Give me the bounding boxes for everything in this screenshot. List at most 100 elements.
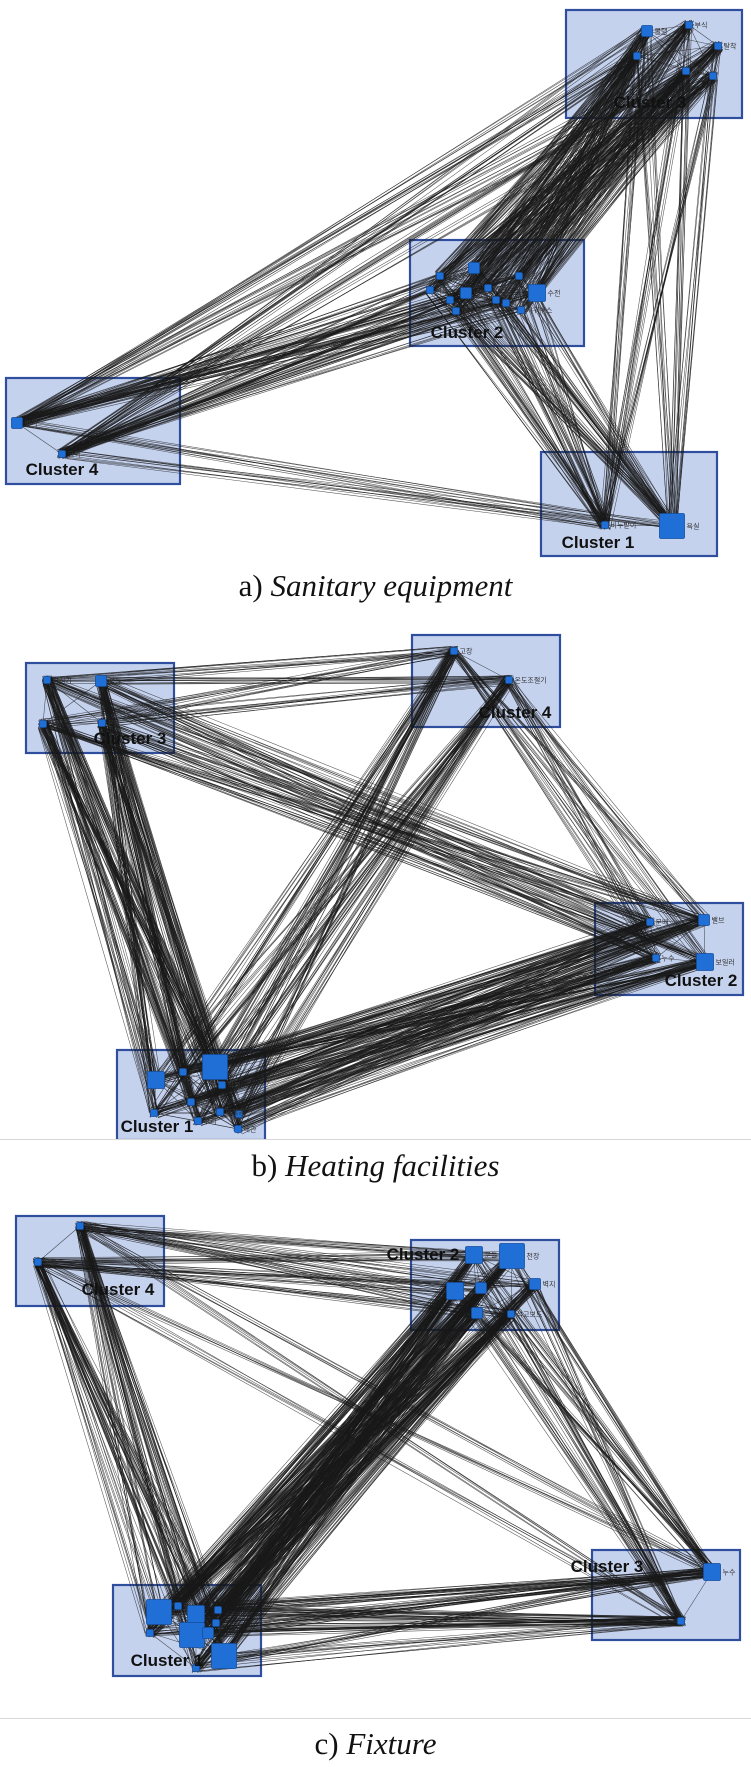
node [39, 720, 47, 728]
edge [65, 299, 497, 454]
edge [491, 300, 670, 524]
edge [197, 1084, 223, 1122]
node-label: 난방 [230, 1063, 243, 1072]
caption-prefix: a) [238, 568, 271, 603]
edge [46, 718, 194, 1118]
edge [191, 1623, 679, 1666]
edge [425, 294, 604, 524]
edge [190, 1084, 223, 1103]
edge [636, 55, 714, 77]
edge [185, 957, 702, 1073]
cluster-label: Cluster 3 [94, 729, 167, 748]
edge [58, 69, 688, 459]
edge [476, 1315, 714, 1572]
edge [197, 1113, 240, 1122]
edge [153, 1290, 452, 1609]
edge [439, 275, 489, 289]
edge [79, 1224, 515, 1256]
edge [674, 73, 714, 531]
node [212, 1619, 220, 1627]
edge [522, 80, 717, 308]
edge [101, 720, 194, 1104]
edge [149, 1632, 197, 1669]
edge [36, 1259, 148, 1634]
node [505, 676, 513, 684]
edge [498, 296, 671, 526]
edge [473, 267, 520, 277]
edge [17, 420, 675, 525]
edge [456, 72, 711, 316]
edge [36, 1266, 486, 1293]
edge [77, 1229, 215, 1624]
edge [234, 961, 703, 1126]
node [465, 1246, 483, 1264]
caption-title: Heating facilities [285, 1148, 500, 1183]
edge [145, 1617, 680, 1634]
edge [215, 1570, 710, 1624]
edge [456, 1290, 683, 1625]
node [499, 1243, 525, 1269]
node-label: 부식 [695, 21, 708, 30]
edge [58, 267, 479, 459]
edge [83, 1222, 480, 1286]
edge [508, 1311, 710, 1568]
edge [636, 45, 719, 57]
edge [194, 1284, 478, 1613]
edge [537, 1284, 679, 1619]
edge [455, 73, 715, 310]
edge [215, 1607, 684, 1618]
node [517, 306, 525, 314]
edge [197, 917, 708, 1123]
edge [232, 679, 512, 1127]
edge [241, 957, 707, 1132]
edge [37, 1225, 81, 1263]
node-label: 욕실 [687, 522, 700, 531]
node [43, 676, 51, 684]
node [677, 1617, 685, 1625]
edge [174, 1309, 479, 1607]
edge [157, 648, 455, 1111]
edge [16, 287, 462, 419]
edge [45, 651, 455, 723]
edge [59, 301, 455, 457]
edge [18, 77, 709, 422]
edge [181, 1292, 483, 1606]
edge [449, 646, 656, 959]
node [218, 1081, 226, 1089]
edge [179, 681, 505, 1070]
node [192, 1664, 200, 1672]
edge [156, 650, 451, 1118]
edge [36, 1257, 486, 1290]
edge [186, 678, 508, 1072]
edge [158, 648, 457, 1116]
edge [222, 677, 511, 1084]
edge [151, 956, 702, 1115]
edge [476, 1311, 681, 1619]
edge [473, 1316, 713, 1569]
node [146, 1599, 172, 1625]
edge [149, 957, 652, 1113]
edge [38, 1263, 473, 1318]
edge [46, 651, 458, 681]
node [468, 262, 480, 274]
edge [14, 34, 648, 422]
edge [676, 70, 683, 523]
edge [200, 1616, 685, 1664]
edges [37, 645, 710, 1135]
node [150, 1109, 158, 1117]
edge [42, 726, 703, 920]
edge [214, 1620, 679, 1623]
edge [221, 1084, 239, 1130]
nodes [39, 647, 714, 1133]
edge [514, 1310, 712, 1570]
edge [536, 293, 677, 530]
edge [41, 1261, 222, 1608]
edge [476, 1310, 713, 1574]
edge [219, 1617, 680, 1626]
edge [193, 679, 512, 1103]
caption-sanitary: a) Sanitary equipment [0, 568, 751, 604]
edge [509, 678, 708, 959]
edge [608, 70, 683, 521]
caption-prefix: c) [314, 1726, 347, 1761]
edge [436, 75, 717, 274]
